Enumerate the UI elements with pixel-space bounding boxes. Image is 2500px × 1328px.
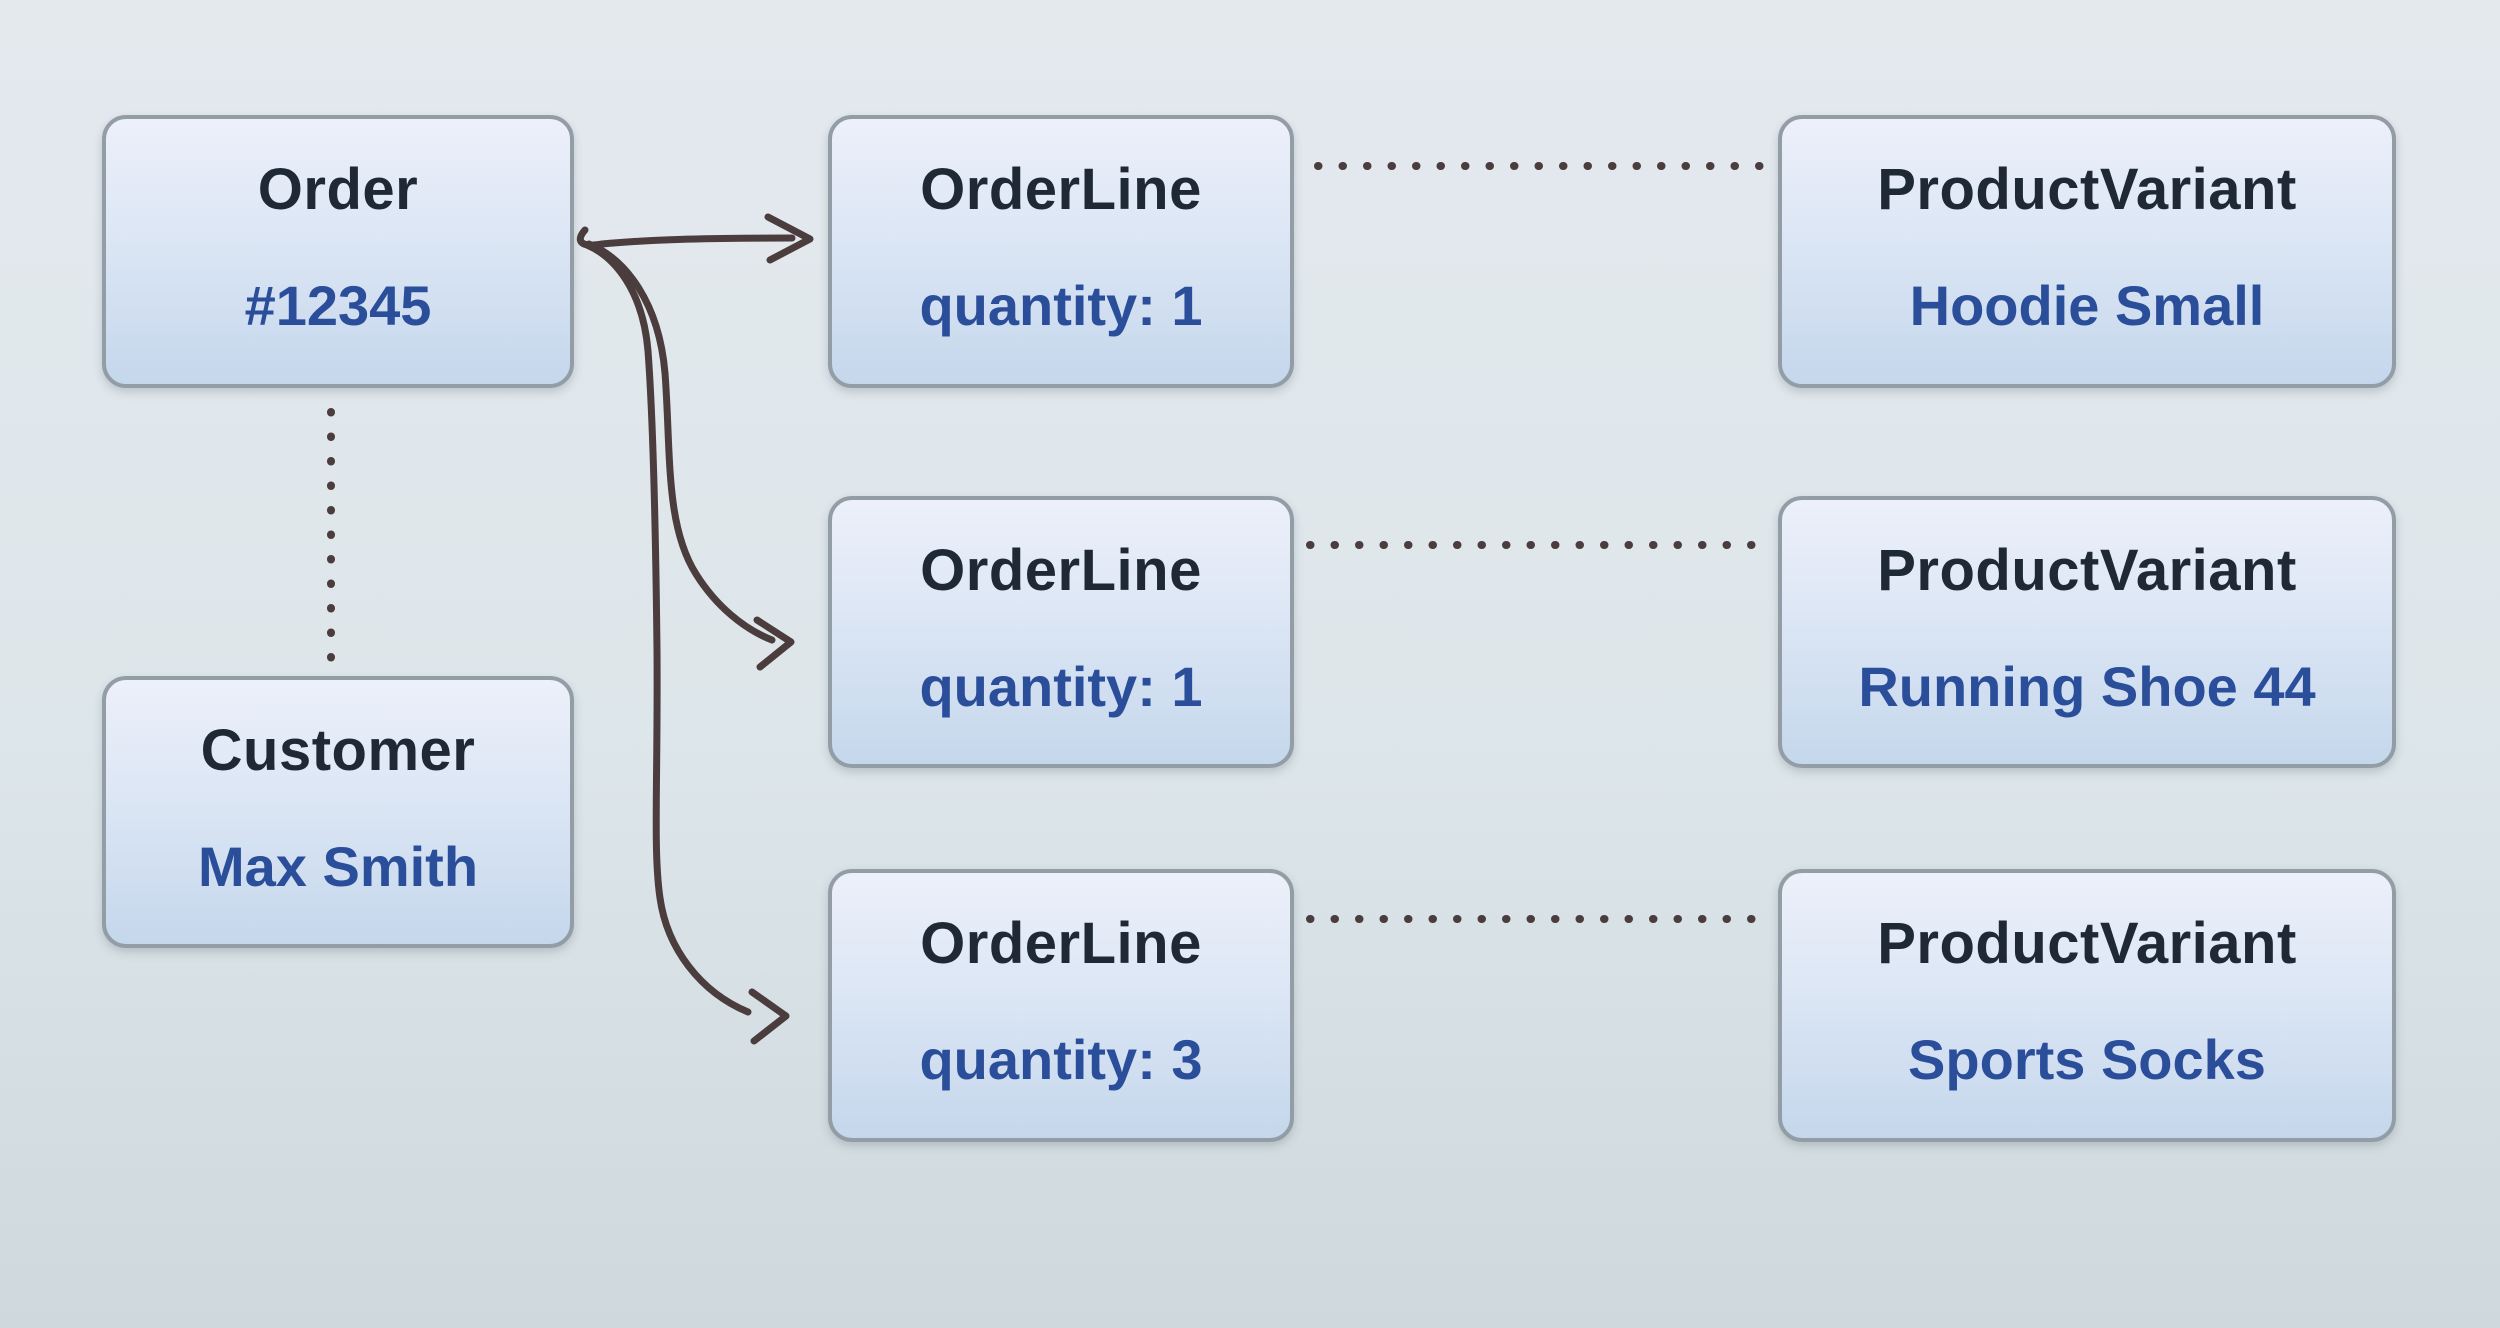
orderline-node-2-title: OrderLine [920, 538, 1202, 603]
order-orderline3-arrow [583, 241, 752, 1016]
order-node: Order #12345 [102, 115, 574, 388]
productvariant-node-1: ProductVariant Hoodie Small [1778, 115, 2396, 388]
customer-node: Customer Max Smith [102, 676, 574, 948]
order-orderline2-arrow [585, 240, 776, 644]
order-node-value: #12345 [244, 274, 432, 337]
order-orderline2-arrowhead [753, 616, 795, 671]
orderline-node-3: OrderLine quantity: 3 [828, 869, 1294, 1142]
orderline-node-2-value: quantity: 1 [919, 655, 1203, 718]
productvariant-node-3-title: ProductVariant [1877, 911, 2297, 976]
order-orderline3-arrowhead [748, 988, 790, 1045]
orderline-node-2: OrderLine quantity: 1 [828, 496, 1294, 768]
orderline-node-1-value: quantity: 1 [919, 274, 1203, 337]
productvariant-node-3: ProductVariant Sports Socks [1778, 869, 2396, 1142]
productvariant-node-1-title: ProductVariant [1877, 157, 2297, 222]
productvariant-node-2: ProductVariant Running Shoe 44 [1778, 496, 2396, 768]
orderline-node-3-value: quantity: 3 [919, 1028, 1203, 1091]
orderline-node-1: OrderLine quantity: 1 [828, 115, 1294, 388]
productvariant-node-3-value: Sports Socks [1908, 1028, 2266, 1091]
order-node-title: Order [257, 157, 419, 222]
productvariant-node-2-value: Running Shoe 44 [1858, 655, 2316, 718]
order-orderline1-arrow [576, 226, 796, 249]
productvariant-node-1-value: Hoodie Small [1909, 274, 2265, 337]
orderline-node-3-title: OrderLine [920, 911, 1202, 976]
customer-node-title: Customer [200, 718, 476, 783]
customer-node-value: Max Smith [197, 835, 479, 898]
orderline-node-1-title: OrderLine [920, 157, 1202, 222]
productvariant-node-2-title: ProductVariant [1877, 538, 2297, 603]
order-orderline1-arrowhead [764, 213, 814, 264]
